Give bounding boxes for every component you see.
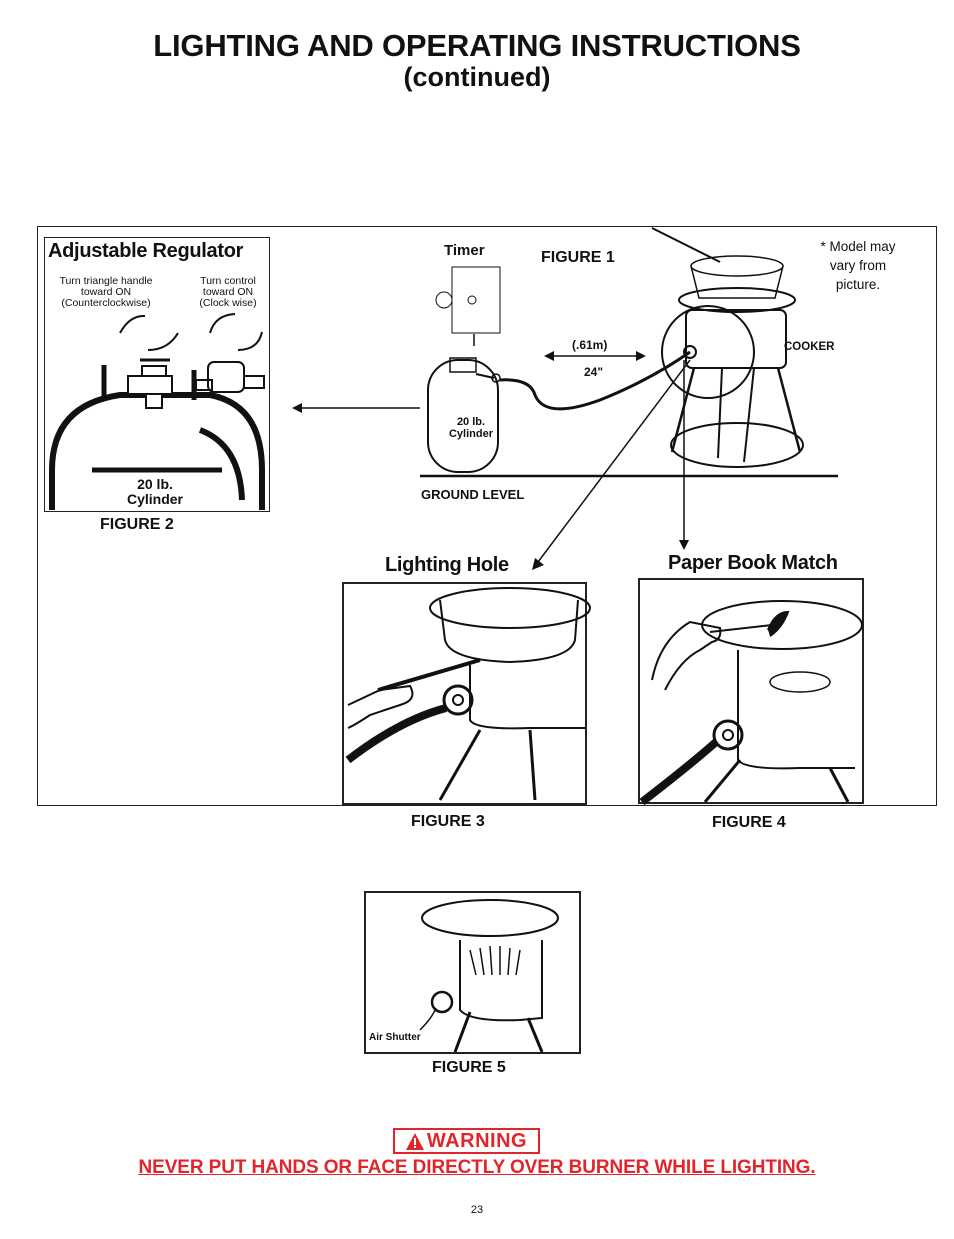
note-line: * Model may — [820, 239, 896, 254]
figures-1-4-frame — [37, 226, 937, 806]
instruction-line: Turn triangle handle — [59, 275, 153, 287]
instruction-line: (Counterclockwise) — [61, 297, 151, 309]
instruction-line: toward ON — [80, 286, 132, 298]
timer-illustration — [435, 266, 501, 346]
model-note: * Model may vary from picture. — [806, 237, 910, 294]
page-subtitle: (continued) — [403, 62, 551, 92]
figure-2-cylinder-label: 20 lb. Cylinder — [110, 477, 200, 507]
figure-1-label: FIGURE 1 — [541, 249, 615, 266]
air-shutter-label: Air Shutter — [369, 1032, 421, 1043]
note-line: vary from — [829, 258, 887, 273]
cooker-label: COOKER — [784, 341, 835, 353]
figure-3-heading: Lighting Hole — [385, 554, 509, 576]
instruction-line: Turn control — [200, 275, 256, 287]
page-number: 23 — [470, 1204, 484, 1216]
cylinder-line: 20 lb. — [137, 476, 173, 492]
timer-label: Timer — [444, 242, 485, 259]
figure-1-cylinder-label: 20 lb. Cylinder — [436, 416, 506, 440]
regulator-tank-illustration — [49, 313, 265, 510]
figure-2-right-instructions: Turn control toward ON (Clock wise) — [190, 276, 266, 309]
cooker-illustration — [651, 227, 804, 468]
cylinder-line: Cylinder — [448, 428, 493, 440]
ground-level-label: GROUND LEVEL — [421, 487, 525, 502]
figure-4-panel — [638, 578, 864, 804]
figure-2-left-instructions: Turn triangle handle toward ON (Counterc… — [50, 276, 162, 309]
warning-badge-text: WARNING — [426, 1129, 528, 1152]
match-lighting-illustration — [639, 600, 863, 806]
figure-3-panel — [342, 582, 587, 805]
note-line: picture. — [835, 277, 881, 292]
figure-5-panel — [364, 891, 581, 1054]
warning-triangle-icon — [405, 1132, 424, 1150]
warning-message: NEVER PUT HANDS OR FACE DIRECTLY OVER BU… — [138, 1157, 816, 1178]
figure-3-label: FIGURE 3 — [411, 813, 485, 830]
figure-4-heading: Paper Book Match — [668, 552, 838, 574]
distance-metric: (.61m) — [572, 338, 608, 352]
figure-2-label: FIGURE 2 — [100, 516, 174, 533]
air-shutter-illustration — [419, 899, 559, 1053]
distance-inches: 24" — [584, 365, 604, 379]
cylinder-line: Cylinder — [126, 491, 183, 507]
cylinder-line: 20 lb. — [456, 416, 486, 428]
figure-2-panel — [44, 237, 270, 512]
instruction-line: (Clock wise) — [199, 297, 257, 309]
figure-5-label: FIGURE 5 — [432, 1059, 506, 1076]
warning-badge: WARNING — [393, 1128, 540, 1154]
instruction-line: toward ON — [202, 286, 254, 298]
warning-message-row: NEVER PUT HANDS OR FACE DIRECTLY OVER BU… — [0, 1157, 954, 1179]
figure-2-heading: Adjustable Regulator — [48, 240, 244, 262]
page-title: LIGHTING AND OPERATING INSTRUCTIONS — [153, 28, 801, 63]
lighting-hole-illustration — [345, 587, 591, 801]
small-cylinder-illustration — [427, 357, 501, 473]
figure-4-label: FIGURE 4 — [712, 814, 786, 831]
